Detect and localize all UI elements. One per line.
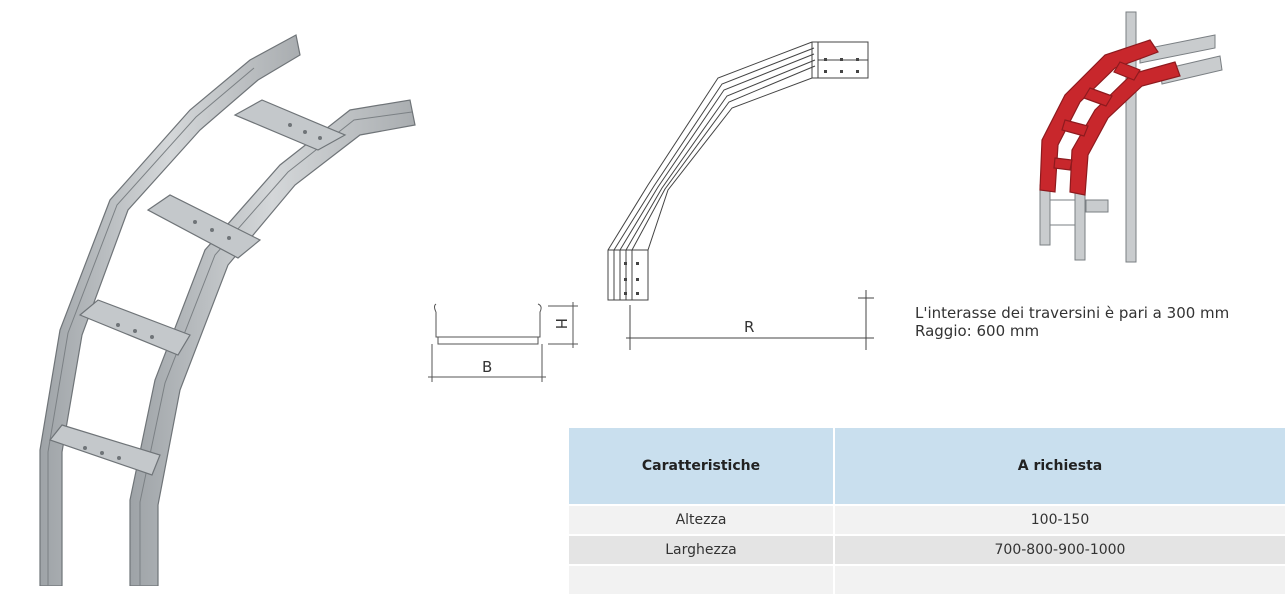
row-label: Altezza [569,504,835,535]
header-a-richiesta: A richiesta [834,428,1285,505]
row-label: Larghezza [569,534,835,565]
dim-r-label: R [744,318,754,336]
dim-h-label: H [552,318,570,329]
row-value: 100-150 [834,504,1285,535]
ladder-bend-render [39,34,416,586]
red-bend-section [1039,39,1181,196]
table-row: Altezza 100-150 [569,504,1285,535]
table-row: Larghezza 700-800-900-1000 [569,534,1285,565]
installation-example-render [1039,11,1223,263]
radius-note: Raggio: 600 mm [915,322,1040,340]
rung-spacing-note: L'interasse dei traversini è pari a 300 … [915,304,1230,322]
table-header-row: Caratteristiche A richiesta [569,428,1285,505]
bend-technical-drawing: R [607,41,874,350]
specifications-table: Caratteristiche A richiesta Altezza 100-… [569,428,1285,594]
left-rail [39,34,301,586]
row-value: 700-800-900-1000 [834,534,1285,565]
table-row [569,564,1285,594]
row-label [569,564,835,594]
header-caratteristiche: Caratteristiche [569,428,835,505]
row-value [834,564,1285,594]
profile-section-drawing: B H [428,302,578,382]
dim-b-label: B [482,358,492,376]
